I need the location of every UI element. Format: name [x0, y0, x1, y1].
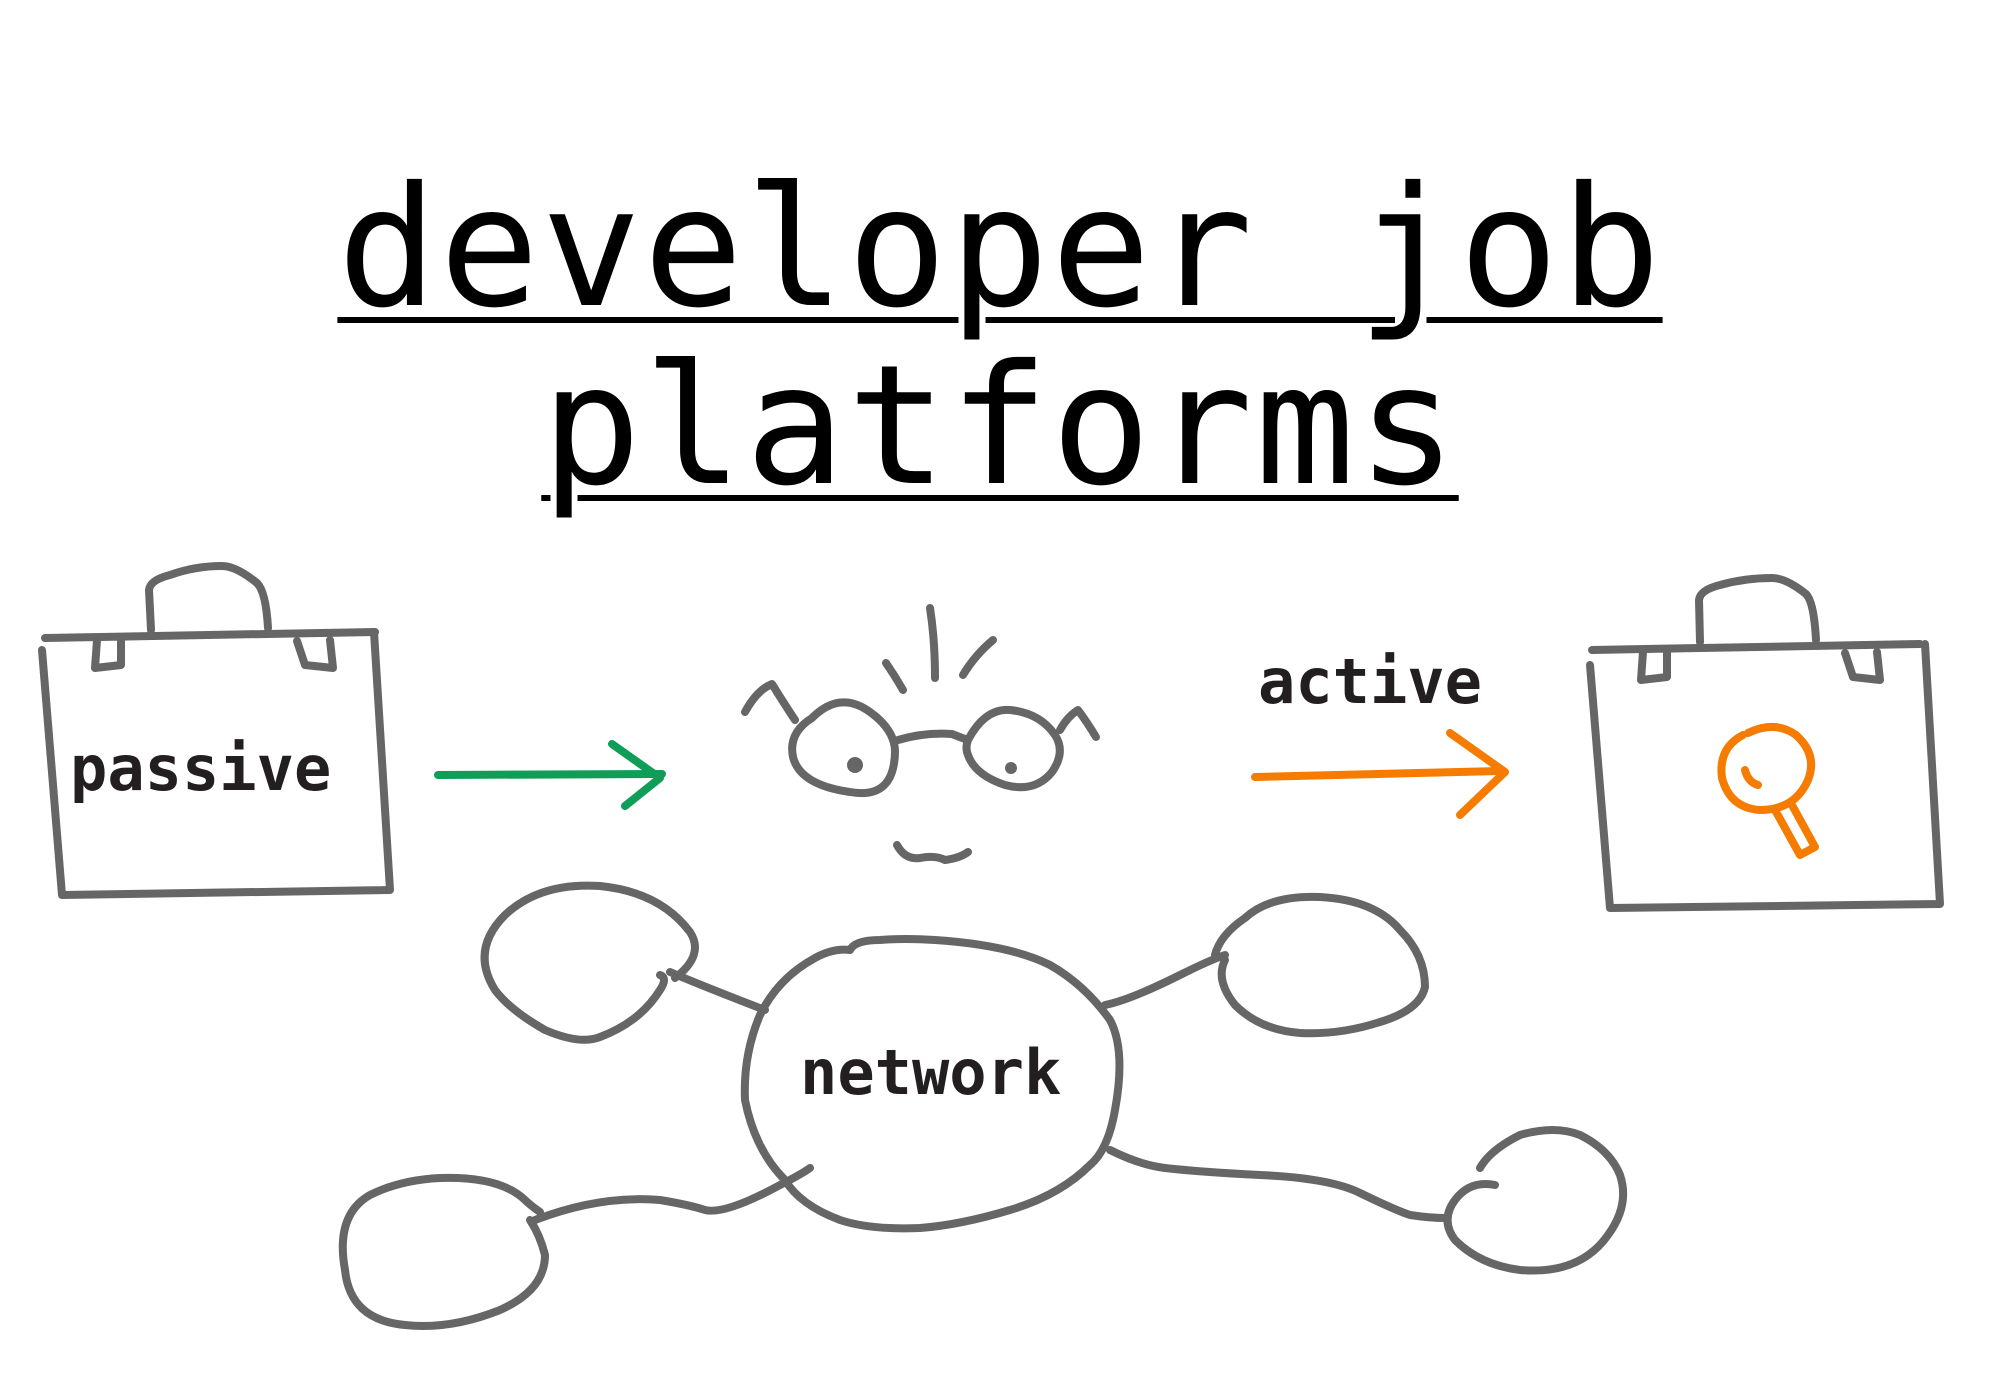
network-bubbles	[338, 881, 1628, 1330]
active-arrow-icon	[1251, 729, 1509, 819]
passive-arrow-icon	[434, 740, 666, 810]
passive-briefcase-icon	[38, 562, 394, 899]
active-briefcase-icon	[1586, 574, 1944, 912]
developer-face-icon	[741, 604, 1100, 864]
title-text-1: developer job	[337, 152, 1663, 345]
network-label: network	[800, 1036, 1062, 1109]
title-line-1: developer job	[0, 166, 2000, 332]
active-label: active	[1258, 645, 1482, 718]
title-line-2: platforms	[0, 344, 2000, 510]
magnifier-icon	[1717, 723, 1819, 859]
title-text-2: platforms	[541, 330, 1459, 523]
passive-label: passive	[70, 732, 332, 805]
